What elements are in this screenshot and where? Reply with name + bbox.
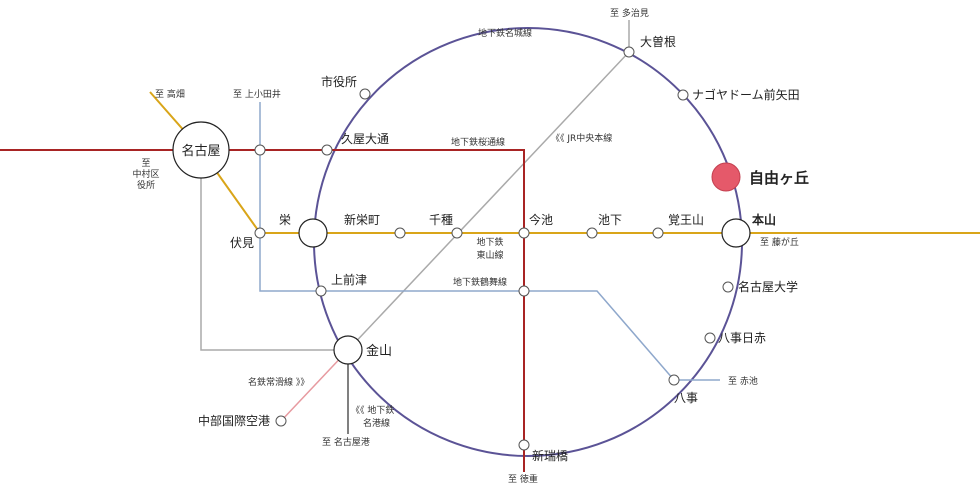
- station-shiyakusho-marker[interactable]: [359, 88, 371, 100]
- station-hisaya-marker[interactable]: [321, 144, 333, 156]
- station-yagoto-marker[interactable]: [668, 374, 680, 386]
- station-shinmizuhashi-label: 新瑞橋: [532, 448, 568, 463]
- station-fushimi-label: 伏見: [230, 236, 254, 250]
- station-nagoyadome-label: ナゴヤドーム前矢田: [692, 87, 800, 102]
- station-kakuozan-marker[interactable]: [652, 227, 664, 239]
- jr-line-label: 《《 JR中央本線: [551, 132, 612, 144]
- direction-nakamura-2: 中村区: [132, 168, 159, 180]
- station-nagoyadome-marker[interactable]: [677, 89, 689, 101]
- station-markers: [172, 46, 751, 451]
- station-fushimi-marker[interactable]: [254, 227, 266, 239]
- station-chikusa-marker[interactable]: [451, 227, 463, 239]
- station-yagotonisseki-marker[interactable]: [704, 332, 716, 344]
- sakuradori-line-label: 地下鉄桜通線: [451, 136, 505, 148]
- direction-takabata: 至 高畑: [155, 88, 185, 100]
- station-shinsakae-label: 新栄町: [344, 212, 380, 227]
- direction-fujigaoka: 至 藤が丘: [760, 236, 799, 248]
- station-nagoya-marker[interactable]: [172, 121, 230, 179]
- direction-nagoyako: 至 名古屋港: [322, 436, 370, 448]
- station-ozone-marker[interactable]: [623, 46, 635, 58]
- meiko-line-label-1: 《《 地下鉄: [351, 404, 394, 416]
- meitetsu-line-label: 名鉄常滑線 》》: [248, 376, 309, 388]
- meijo-line-label: 地下鉄名城線: [478, 27, 532, 39]
- jr-line-upper: [347, 20, 630, 351]
- station-ikeshita-marker[interactable]: [586, 227, 598, 239]
- station-yagoto-label: 八事: [674, 391, 698, 405]
- station-airport-label: 中部国際空港: [198, 413, 270, 428]
- station-jiyugaoka-label: 自由ヶ丘: [749, 169, 809, 187]
- station-jiyugaoka-marker[interactable]: [711, 162, 741, 192]
- station-ozone-label: 大曽根: [640, 34, 676, 49]
- direction-tokushige: 至 徳重: [508, 473, 538, 485]
- direction-kamiotai: 至 上小田井: [233, 88, 281, 100]
- station-sakae-marker[interactable]: [298, 218, 328, 248]
- station-chikusa-label: 千種: [429, 213, 453, 227]
- station-nagoya-label: 名古屋: [181, 143, 220, 159]
- station-shiyakusho-label: 市役所: [321, 74, 357, 89]
- meitetsu-line: [280, 349, 349, 422]
- station-marunouchi-marker[interactable]: [254, 144, 266, 156]
- station-ikeshita-label: 池下: [598, 213, 622, 227]
- station-sakae-label: 栄: [279, 213, 291, 227]
- station-shinmizuhashi-marker[interactable]: [518, 439, 530, 451]
- station-hisaya-label: 久屋大通: [341, 132, 389, 146]
- station-nagoyadaigaku-marker[interactable]: [722, 281, 734, 293]
- direction-akaike: 至 赤池: [728, 375, 758, 387]
- station-yagotonisseki-label: 八事日赤: [718, 331, 766, 345]
- station-shinsakae-marker[interactable]: [394, 227, 406, 239]
- higashiyama-line-label-2: 東山線: [476, 249, 503, 261]
- direction-nakamura-1: 至: [141, 158, 150, 169]
- station-kanayama-label: 金山: [366, 343, 392, 359]
- station-motoyama-label: 本山: [752, 212, 776, 227]
- direction-tajimi: 至 多治見: [610, 7, 649, 19]
- higashiyama-line-label-1: 地下鉄: [476, 236, 503, 248]
- station-nagoyadaigaku-label: 名古屋大学: [738, 279, 798, 294]
- station-motoyama-marker[interactable]: [721, 218, 751, 248]
- station-imaike-marker[interactable]: [518, 227, 530, 239]
- station-kakuozan-label: 覚王山: [668, 213, 704, 227]
- station-airport-marker[interactable]: [275, 415, 287, 427]
- jr-line-lower: [200, 150, 348, 351]
- tsurumai-line-label: 地下鉄鶴舞線: [453, 276, 507, 288]
- meiko-line-label-2: 名港線: [363, 417, 390, 429]
- station-kanayama-marker[interactable]: [333, 335, 363, 365]
- direction-nakamura-3: 役所: [137, 179, 155, 191]
- station-kamimaezu-label: 上前津: [331, 272, 367, 287]
- station-tsurumai-marker[interactable]: [518, 285, 530, 297]
- station-imaike-label: 今池: [529, 212, 553, 227]
- higashiyama-line: [149, 91, 980, 234]
- station-kamimaezu-marker[interactable]: [315, 285, 327, 297]
